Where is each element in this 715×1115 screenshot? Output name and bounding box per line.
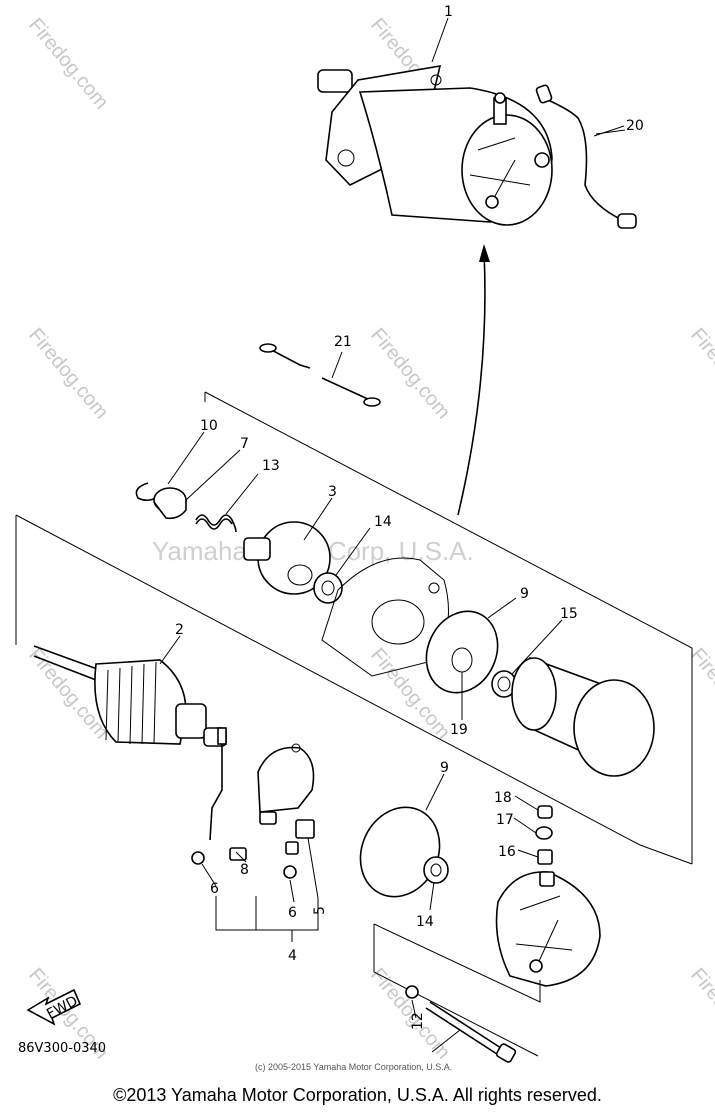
armature [33,645,227,747]
watermark-firedog: Firedog.com [686,324,715,423]
o-ring-lower [359,806,441,898]
callout-17: 17 [496,812,514,828]
watermark-firedog: Firedog.com [686,644,715,743]
exploded-bracket-main [15,514,693,865]
callout-19: 19 [450,722,468,738]
callout-9-lower: 9 [440,760,449,776]
exploded-bracket-upper [204,391,693,660]
callout-9-upper: 9 [520,586,529,602]
spring [195,514,237,533]
callout-8: 8 [240,862,249,878]
pinion-stopper [153,487,187,520]
arrowhead [479,244,490,262]
washer [491,670,517,698]
watermark-firedog: Firedog.com [366,324,454,423]
callout-2: 2 [175,622,184,638]
starter-clutch-pinion [243,521,331,595]
copyright-footer: ©2013 Yamaha Motor Corporation, U.S.A. A… [113,1085,602,1105]
rear-cover [495,871,601,987]
callout-12: 12 [410,1012,426,1030]
bolt-washer [405,985,419,999]
callout-6b: 6 [288,905,297,921]
callout-13: 13 [262,458,280,474]
starter-motor-assembly [317,65,553,226]
callout-20: 20 [626,118,644,134]
leader-lines [159,17,626,1053]
callout-14-upper: 14 [374,514,392,530]
starter-lead-wire [535,84,637,229]
callout-10: 10 [200,418,218,434]
callout-21: 21 [334,334,352,350]
callout-3: 3 [328,484,337,500]
watermark-firedog: Firedog.com [24,14,112,113]
through-bolt [425,1001,517,1063]
callout-14-lower: 14 [416,914,434,930]
watermark-firedog: Firedog.com [686,964,715,1063]
assembly-arrow [457,251,486,516]
yoke [511,656,655,777]
callout-1: 1 [444,4,453,20]
callout-4: 4 [288,948,297,964]
callout-15: 15 [560,606,578,622]
terminal-hardware [513,795,553,865]
thrust-washer-lower [423,856,449,884]
callout-7: 7 [240,436,249,452]
diagram-code: 86V300-0340 [18,1041,106,1056]
thrust-washer [313,572,343,604]
callout-labels: 1 2 3 4 5 6 6 7 8 9 9 10 12 13 14 14 15 … [175,4,644,1030]
watermark-firedog: Firedog.com [24,324,112,423]
o-ring-upper [425,610,499,694]
exploded-bracket-lower [373,923,541,1057]
callout-16: 16 [498,844,516,860]
terminal-lead [259,343,381,407]
brush-holder-assembly [191,727,319,942]
callout-6a: 6 [210,881,219,897]
watermark-copyright-small: (c) 2005-2015 Yamaha Motor Corporation, … [255,1062,452,1072]
callout-5: 5 [312,906,328,915]
callout-18: 18 [494,790,512,806]
